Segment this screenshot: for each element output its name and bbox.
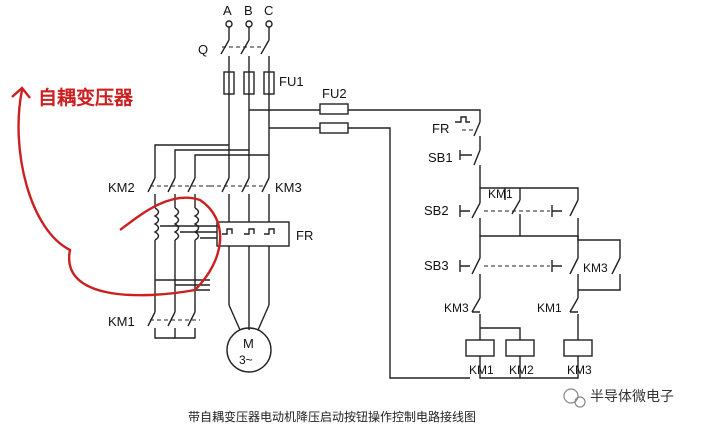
fu2-label: FU2: [322, 86, 347, 101]
control-circuit: FR SB1 KM1 SB2 SB3 KM3 KM3 KM1: [424, 109, 621, 379]
km3-aux-right-contact: [611, 257, 621, 275]
km2-main-contacts: [147, 177, 196, 193]
km3-aux-bottom-contact: [471, 297, 481, 313]
km3-label: KM3: [275, 180, 302, 195]
km1-aux-top-label: KM1: [488, 187, 513, 201]
fu1-label: FU1: [279, 74, 304, 89]
coil-km2: [505, 339, 535, 357]
fuse-fu2-bottom: [319, 122, 349, 134]
thermal-relay-fr: [216, 221, 290, 247]
km1-main-label: KM1: [108, 314, 135, 329]
sb2-button: [459, 202, 481, 219]
coil-km1-label: KM1: [469, 363, 494, 377]
km1-aux-bottom-label: KM1: [537, 301, 562, 315]
coil-km3: [563, 339, 593, 357]
brand-watermark: 半导体微电子: [563, 388, 674, 408]
coil-km1: [465, 339, 495, 357]
km1-aux-bottom-contact: [569, 297, 579, 313]
annotation-arrowhead: [11, 86, 31, 99]
coil-km3-label: KM3: [567, 363, 592, 377]
km3-aux-right-label: KM3: [583, 261, 608, 275]
terminal-b: [245, 20, 253, 28]
motor-symbol: [226, 327, 272, 373]
annotation-label: 自耦变压器: [38, 86, 134, 109]
sb2-second-contact: [551, 199, 579, 217]
fr-control-label: FR: [432, 121, 449, 136]
sb1-label: SB1: [428, 150, 453, 165]
km3-aux-bottom-label: KM3: [444, 301, 469, 315]
annotation-curve: [17, 89, 222, 297]
sb3-second-contact: [551, 257, 579, 275]
motor-sublabel: 3~: [239, 353, 253, 367]
sb2-label: SB2: [424, 203, 449, 218]
sb3-button: [459, 257, 481, 275]
sb1-button: [459, 149, 481, 166]
sb3-label: SB3: [424, 258, 449, 273]
q-label: Q: [198, 42, 208, 57]
main-circuit: A B C Q FU1 FU2 KM2 KM3: [108, 3, 470, 379]
km1-main-contacts: [147, 311, 196, 327]
fuse-fu2-top: [319, 103, 349, 115]
fr-main-label: FR: [296, 228, 313, 243]
km2-label: KM2: [108, 180, 135, 195]
km1-aux-top-contact: [504, 188, 521, 215]
wechat-icon: [563, 388, 579, 404]
phase-a-label: A: [223, 3, 232, 18]
phase-b-label: B: [244, 3, 253, 18]
red-annotation: 自耦变压器: [11, 86, 222, 297]
terminal-a: [225, 20, 233, 28]
phase-c-label: C: [264, 3, 273, 18]
km3-main-contacts: [221, 177, 270, 193]
terminal-c: [265, 20, 273, 28]
fr-control-contact: [455, 116, 481, 137]
autotransformer-coils: [153, 207, 200, 241]
brand-label: 半导体微电子: [590, 389, 674, 405]
coil-km2-label: KM2: [509, 363, 534, 377]
diagram-caption: 带自耦变压器电动机降压启动按钮操作控制电路接线图: [188, 409, 476, 424]
motor-label: M: [243, 336, 254, 351]
